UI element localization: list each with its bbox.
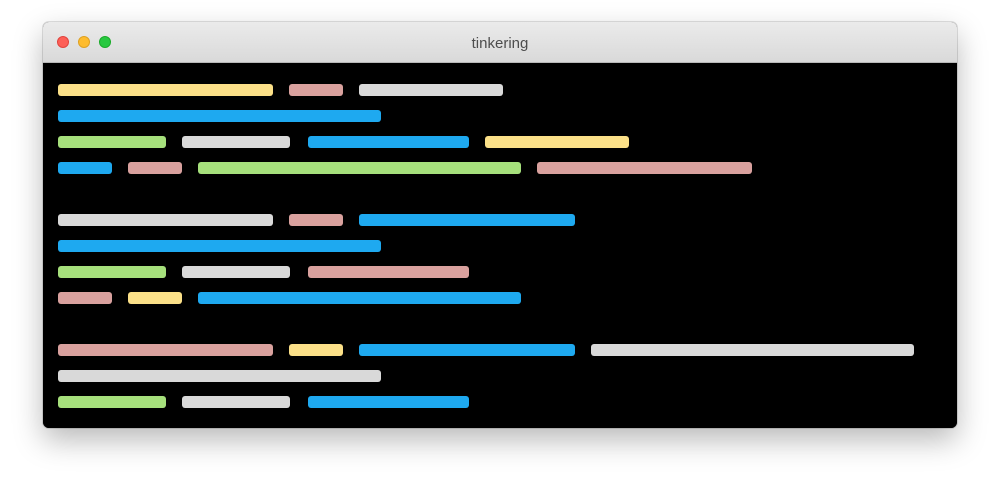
code-token: [182, 136, 290, 148]
code-token: [182, 396, 290, 408]
code-token: [128, 292, 182, 304]
code-token: [58, 292, 112, 304]
code-token: [308, 266, 469, 278]
code-token: [359, 344, 575, 356]
code-token: [58, 370, 381, 382]
code-token: [198, 162, 521, 174]
code-token: [198, 292, 521, 304]
code-token: [308, 396, 469, 408]
code-token: [289, 214, 343, 226]
code-token: [591, 344, 914, 356]
code-token: [58, 396, 166, 408]
code-token: [58, 136, 166, 148]
code-token: [289, 344, 343, 356]
minimize-window-icon[interactable]: [78, 36, 90, 48]
code-token: [58, 162, 112, 174]
code-token: [128, 162, 182, 174]
code-token: [537, 162, 752, 174]
code-token: [58, 214, 273, 226]
code-token: [308, 136, 469, 148]
code-token: [58, 84, 273, 96]
code-token: [58, 266, 166, 278]
terminal-window: tinkering: [43, 22, 957, 428]
code-token: [58, 344, 273, 356]
terminal-content[interactable]: [43, 63, 957, 428]
close-window-icon[interactable]: [57, 36, 69, 48]
code-token: [58, 240, 381, 252]
maximize-window-icon[interactable]: [99, 36, 111, 48]
title-bar[interactable]: tinkering: [43, 22, 957, 63]
code-token: [182, 266, 290, 278]
code-token: [289, 84, 343, 96]
code-token: [359, 84, 503, 96]
code-token: [485, 136, 629, 148]
window-title: tinkering: [471, 35, 529, 52]
code-token: [359, 214, 575, 226]
code-token: [58, 110, 381, 122]
